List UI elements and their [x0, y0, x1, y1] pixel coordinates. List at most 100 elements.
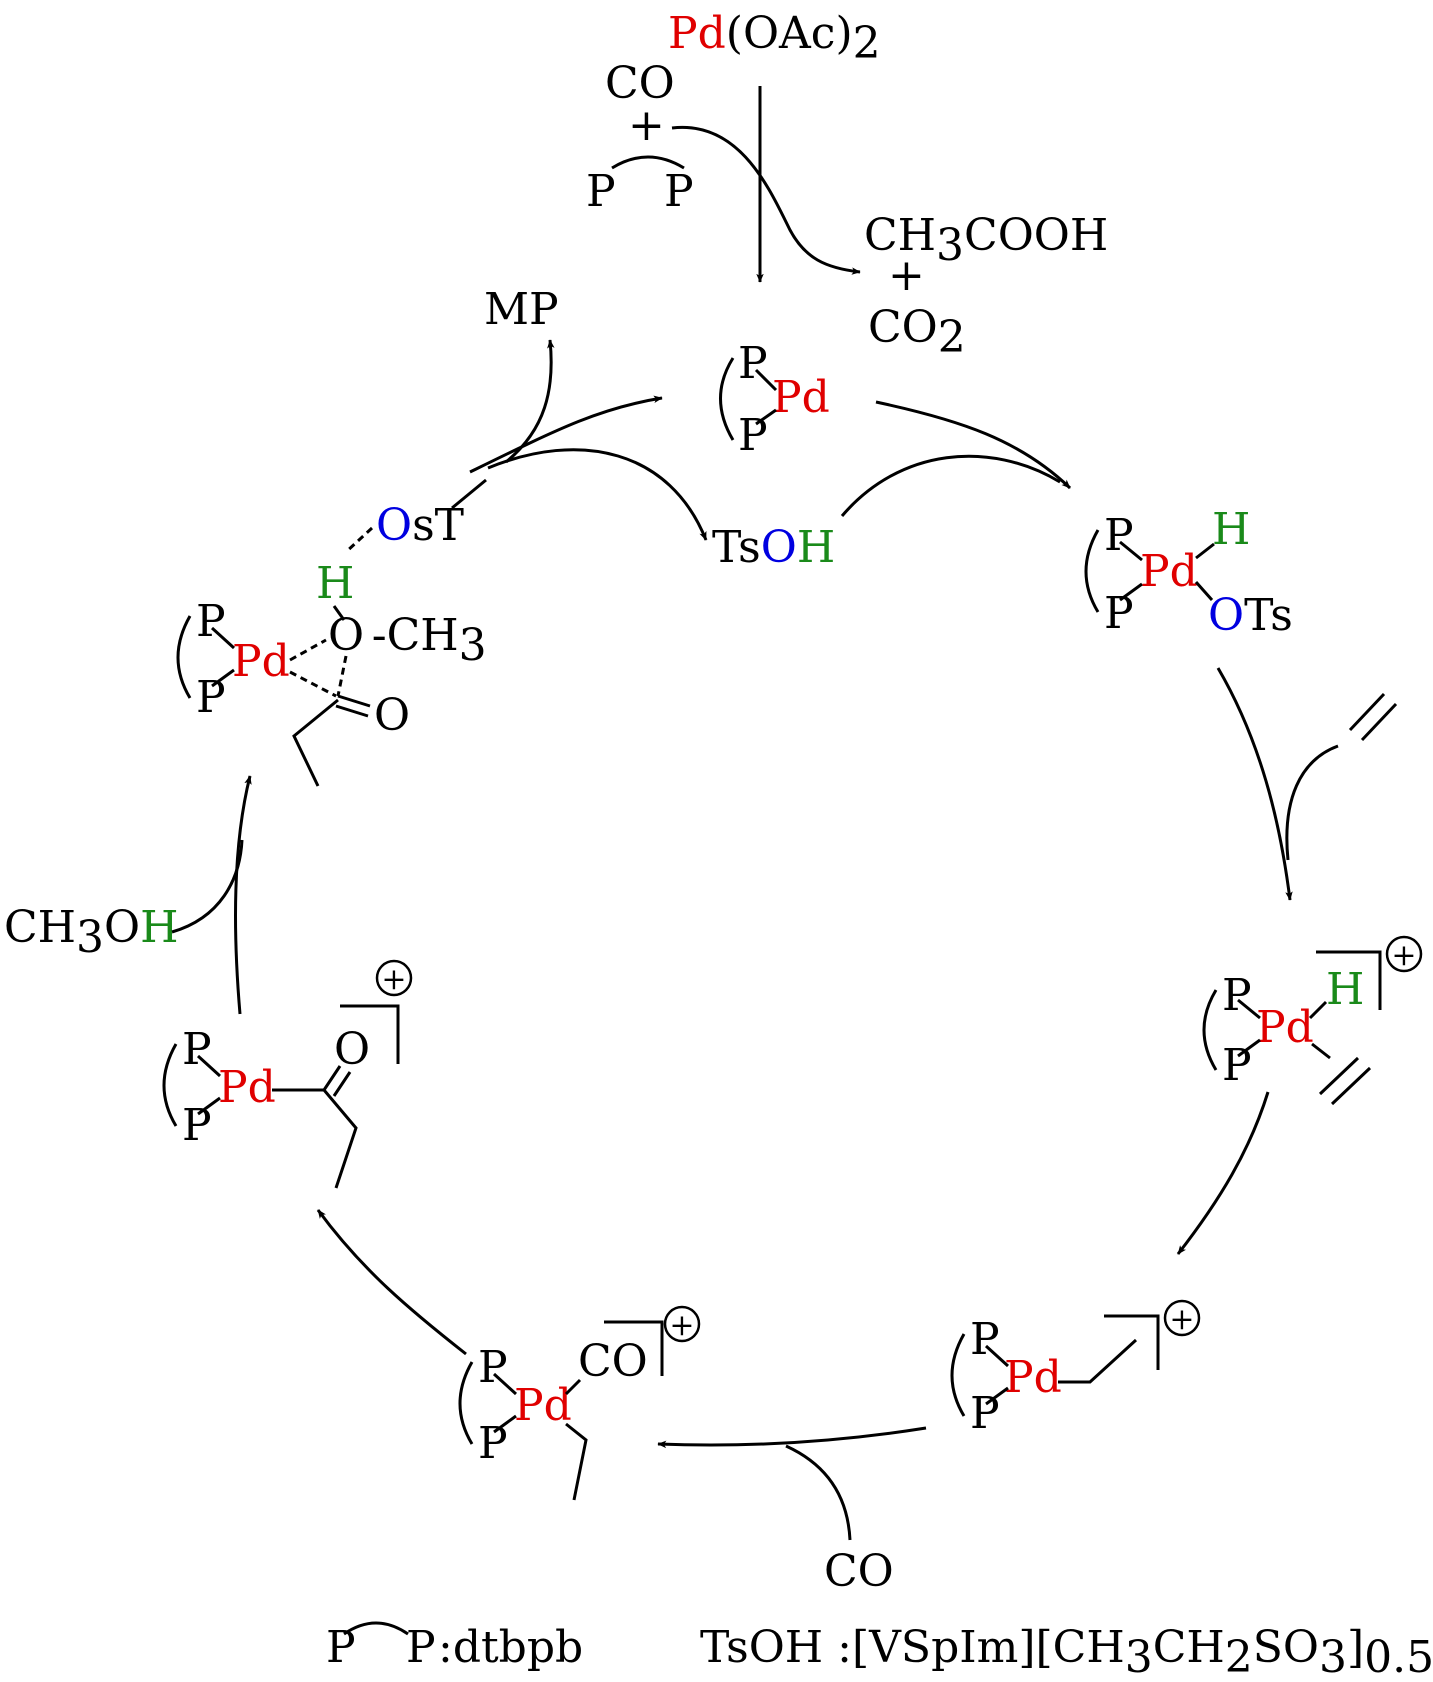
svg-text:O-CH3: O-CH3 [328, 610, 487, 671]
pd-co-ethyl-bracket [604, 1320, 664, 1376]
svg-text:OsT: OsT [376, 500, 464, 551]
byproduct-arrow [671, 125, 861, 275]
pdh-ots-complex: P P Pd H OTs [1084, 504, 1293, 641]
pd-co-ethyl-co: CO [578, 1336, 648, 1387]
pd-acyl-chain [322, 1089, 358, 1189]
legend-tsoh-so: SO [1253, 1622, 1319, 1673]
pdh-ethene-h: H [1326, 964, 1364, 1015]
pd-acyl-p1: P [182, 1024, 212, 1075]
svg-text:+: + [1391, 938, 1416, 973]
ethylene-bond-a [1348, 692, 1386, 732]
legend-tsoh-sub05: 0.5 [1364, 1632, 1433, 1682]
co-reagent: CO [824, 1546, 894, 1597]
ts-carbonyl-o: O [374, 690, 410, 741]
pd-acyl-pd: Pd [218, 1062, 276, 1113]
acetic-acid-ch: CH [864, 210, 936, 261]
methanol-sub: 3 [76, 912, 104, 963]
pdh-ots-p2: P [1104, 588, 1134, 639]
pd-ethyl-ligand-arc [950, 1333, 966, 1417]
pdh-ots-bond1 [1119, 540, 1143, 562]
tsoh-middle: TsOH [712, 522, 835, 573]
pdh-ethene-bond2 [1237, 1038, 1261, 1058]
pd-ethyl-charge: + [1163, 1299, 1201, 1337]
methanolysis-ts-complex: OsT H P P Pd O-CH3 O [176, 478, 487, 787]
ts-ost-o: O [376, 500, 412, 551]
svg-text:+: + [1169, 1302, 1194, 1337]
byproducts-group: CH3COOH + CO2 [864, 210, 1108, 363]
pd-co-ethyl-p1: P [478, 1342, 508, 1393]
precursor-p1: P [586, 166, 616, 217]
ts-ost-st: sT [412, 500, 464, 551]
ts-bond2 [211, 668, 235, 688]
pd-acyl-complex: P P Pd O + [162, 959, 413, 1189]
pdh-ots-h: H [1212, 504, 1250, 555]
co2-label: CO [868, 302, 938, 353]
legend-tsoh-sub3: 3 [1125, 1632, 1153, 1682]
pdh-ethene-p1: P [1222, 970, 1252, 1021]
pd-acyl-co-b [332, 1071, 352, 1097]
svg-text:Pd(OAc)2: Pd(OAc)2 [668, 8, 881, 69]
legend-tsoh-sub2: 2 [1225, 1632, 1253, 1682]
pdh-ots-o: O [1208, 590, 1244, 641]
methanol-h: H [140, 902, 178, 953]
oac-subscript: 2 [853, 18, 881, 69]
ts-h-bond [344, 526, 374, 554]
pdh-ethene-ene-b [1330, 1066, 1372, 1106]
legend-tsoh-sub3b: 3 [1319, 1632, 1347, 1682]
svg-text:OTs: OTs [1208, 590, 1293, 641]
tsoh-h: H [797, 522, 835, 573]
pdh-ethene-bracket [1316, 950, 1382, 1010]
pd-co-ethyl-ligand-arc [458, 1361, 474, 1445]
co2-subscript: 2 [938, 312, 966, 363]
pd0-bond1 [754, 368, 778, 392]
pd-ethyl-bond1 [984, 1344, 1010, 1368]
acetic-acid-cooh: COOH [964, 210, 1108, 261]
legend-p2: P [406, 1622, 436, 1673]
ts-sub: 3 [459, 620, 487, 671]
legend-tsoh: TsOH :[VSpIm][CH3CH2SO3]0.5 [700, 1622, 1433, 1682]
acetic-acid-sub: 3 [936, 220, 964, 271]
ts-ch: CH [387, 610, 459, 661]
pd0-complex: P P Pd [719, 338, 830, 461]
pd-label: Pd [668, 8, 726, 59]
pd-acyl-charge: + [375, 959, 413, 997]
precursor-p2: P [664, 166, 694, 217]
pdh-ethene-bond-ene [1311, 1042, 1331, 1060]
ts-ligand-arc [176, 615, 192, 699]
pd0-pd: Pd [772, 372, 830, 423]
ts-pd-o-dash [289, 638, 327, 662]
ts-ost-bond [451, 478, 487, 510]
pd-acyl-bracket [340, 1004, 400, 1064]
tsoh-ts: Ts [712, 522, 761, 573]
arrow-to-mp [505, 339, 555, 464]
pd-ethyl-chain [1058, 1338, 1138, 1384]
ts-bond1 [210, 626, 236, 650]
pd-acyl-bond1 [196, 1054, 222, 1078]
ts-h: H [316, 558, 354, 609]
pd-acyl-co-a [322, 1065, 342, 1091]
methanol-merge-arrow [171, 839, 244, 934]
pd-ethyl-complex: P P Pd + [950, 1299, 1201, 1439]
svg-text:+: + [669, 1308, 694, 1343]
pdh-ots-p1: P [1104, 510, 1134, 561]
pdh-ethene-bond-h [1308, 1000, 1328, 1020]
legend-tsoh-a: TsOH :[VSpIm][CH [700, 1622, 1125, 1673]
pdh-ethene-pd: Pd [1256, 1002, 1314, 1053]
pd-ethyl-p1: P [970, 1314, 1000, 1365]
pd-co-ethyl-chain [565, 1422, 588, 1501]
pdh-ethene-charge: + [1385, 935, 1423, 973]
pd-co-ethyl-bond1 [492, 1372, 518, 1396]
pdh-ethene-complex: P P Pd H + [1202, 935, 1423, 1106]
co-merge-arrow [785, 1444, 852, 1541]
pd-ethyl-bracket [1104, 1314, 1160, 1370]
pdh-ots-bond-h [1195, 542, 1215, 560]
precursor-co: CO [605, 58, 675, 109]
arrow-migratory-insertion [316, 1209, 467, 1356]
ethylene-merge-arrow [1285, 744, 1339, 861]
methanol-o: O [104, 902, 140, 953]
precursor-plus: + [628, 100, 665, 151]
precursor-ligand-arc [611, 155, 685, 170]
ts-pd: Pd [232, 636, 290, 687]
pd-co-ethyl-charge: + [663, 1305, 701, 1343]
